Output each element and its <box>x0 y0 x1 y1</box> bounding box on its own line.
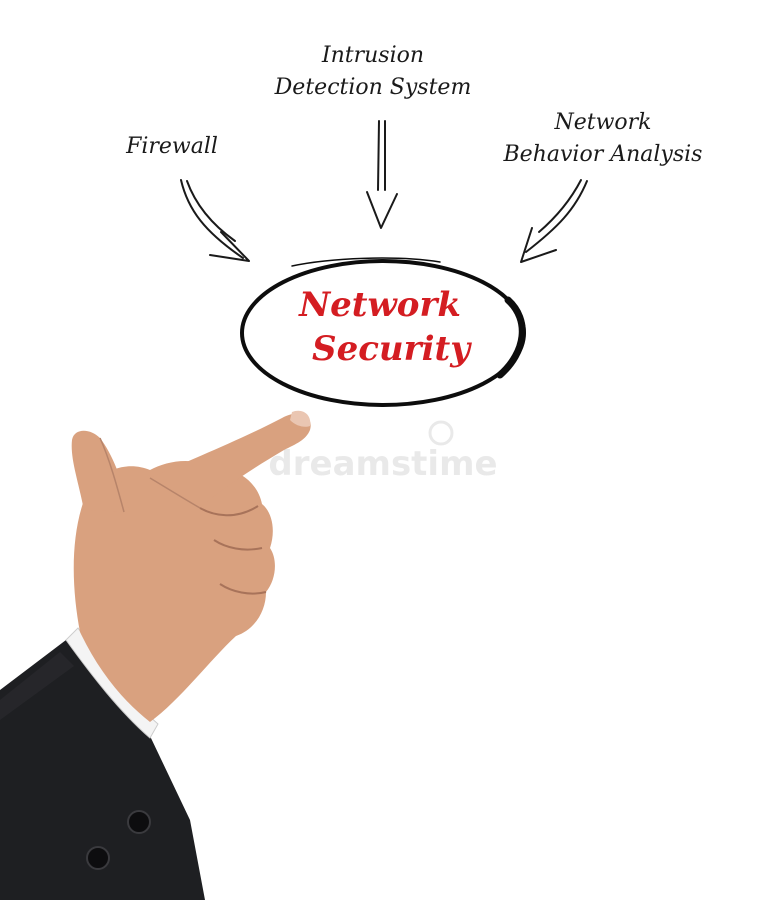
center-node-title: Network Security <box>255 283 511 371</box>
label-firewall: Firewall <box>108 131 236 163</box>
arrow-ids <box>366 120 398 229</box>
arrow-firewall <box>180 179 250 262</box>
center-ellipse <box>240 257 526 407</box>
label-ids-line2: Detection System <box>274 75 472 100</box>
center-title-line2: Security <box>312 329 470 369</box>
center-title-line1: Network <box>299 285 461 325</box>
arrow-nba <box>520 179 588 263</box>
label-ids-line1: Intrusion <box>321 43 425 68</box>
label-nba-line1: Network <box>554 110 652 135</box>
label-intrusion-detection-system: Intrusion Detection System <box>258 40 488 104</box>
label-firewall-line1: Firewall <box>126 134 218 159</box>
watermark-graphic: dreamstime <box>268 420 498 484</box>
watermark-text: dreamstime <box>268 444 497 484</box>
cuff-button-icon <box>86 846 110 870</box>
suit-sleeve <box>0 640 205 900</box>
label-network-behavior-analysis: Network Behavior Analysis <box>480 107 726 171</box>
cuff-button-icon <box>127 810 151 834</box>
label-nba-line2: Behavior Analysis <box>503 142 703 167</box>
pointing-hand <box>71 410 311 722</box>
